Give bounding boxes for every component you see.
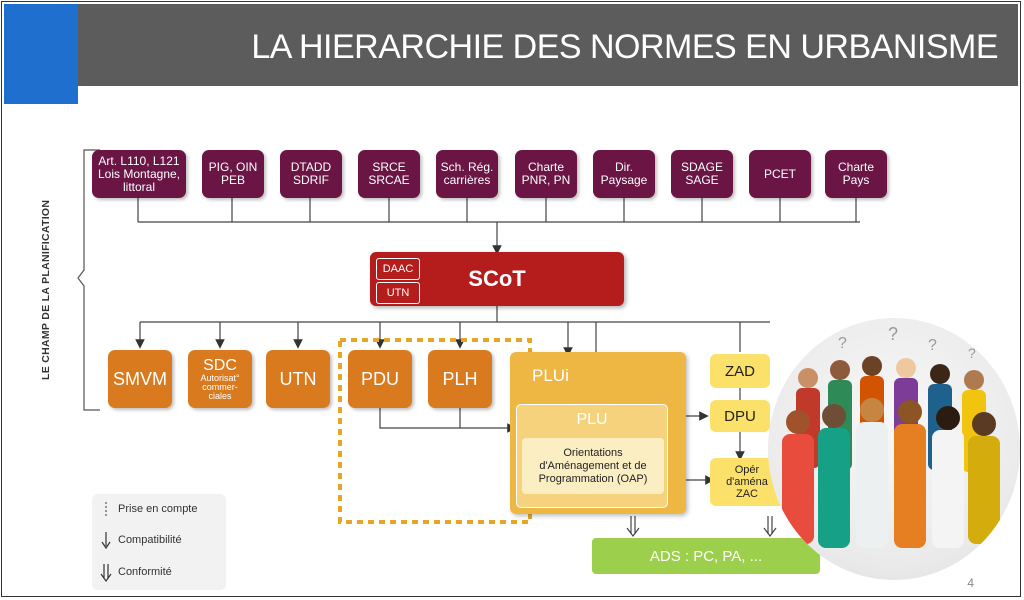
title-bar: LA HIERARCHIE DES NORMES EN URBANISME xyxy=(78,4,1018,86)
box-pig-oin: PIG, OIN PEB xyxy=(202,150,264,198)
box-pcet: PCET xyxy=(749,150,811,198)
box-charte-pnr: Charte PNR, PN xyxy=(515,150,577,198)
svg-text:?: ? xyxy=(888,324,898,344)
legend: Prise en compte Compatibilité Conformité xyxy=(92,494,226,590)
planning-side-label: LE CHAMP DE LA PLANIFICATION xyxy=(40,199,52,380)
sdc-box: SDC Autorisat° commer- ciales xyxy=(188,350,252,408)
crowd-people-icon: ? ? ? ? xyxy=(782,324,1000,548)
svg-text:?: ? xyxy=(968,345,976,361)
daac-tag: DAAC xyxy=(376,258,420,280)
utn-tag: UTN xyxy=(376,282,420,304)
scot-label: SCoT xyxy=(468,266,526,291)
ads-box: ADS : PC, PA, ... xyxy=(592,538,820,574)
legend-conform: Conformité xyxy=(118,566,172,578)
accent-block xyxy=(4,4,78,104)
smvm-box: SMVM xyxy=(108,350,172,408)
svg-text:?: ? xyxy=(838,335,847,352)
legend-symbols xyxy=(100,502,112,583)
utn-box: UTN xyxy=(266,350,330,408)
dpu-box: DPU xyxy=(710,400,770,432)
planning-brace xyxy=(77,149,100,411)
page-number: 4 xyxy=(967,576,974,590)
legend-compat: Compatibilité xyxy=(118,534,182,546)
box-srce: SRCE SRCAE xyxy=(358,150,420,198)
plui-label: PLUi xyxy=(532,366,569,385)
plh-box: PLH xyxy=(428,350,492,408)
slide-title: LA HIERARCHIE DES NORMES EN URBANISME xyxy=(251,28,998,66)
zad-box: ZAD xyxy=(710,354,770,388)
box-dtadd: DTADD SDRIF xyxy=(280,150,342,198)
crowd-illustration: ? ? ? ? xyxy=(768,318,1020,580)
legend-prise: Prise en compte xyxy=(118,503,198,515)
plu-label: PLU xyxy=(576,411,608,428)
box-sdage: SDAGE SAGE xyxy=(671,150,733,198)
sdc-label: SDC xyxy=(203,356,237,374)
pdu-box: PDU xyxy=(348,350,412,408)
oap-box: Orientations d'Aménagement et de Program… xyxy=(522,438,664,494)
box-dir-paysage: Dir. Paysage xyxy=(593,150,655,198)
svg-text:?: ? xyxy=(928,337,937,354)
sdc-sub: Autorisat° commer- ciales xyxy=(200,372,240,401)
box-sch-reg: Sch. Rég. carrières xyxy=(436,150,498,198)
box-art-l110: Art. L110, L121 Lois Montagne, littoral xyxy=(92,150,186,198)
box-charte-pays: Charte Pays xyxy=(825,150,887,198)
